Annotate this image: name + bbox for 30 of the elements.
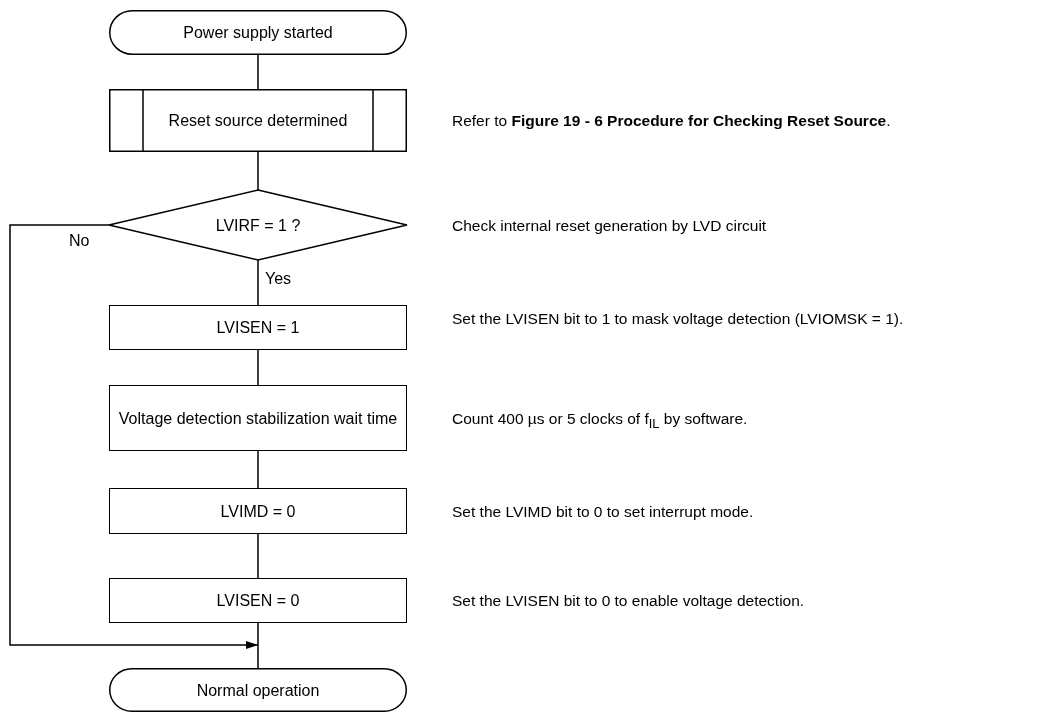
note-text: Set the LVISEN bit to 1 to mask voltage detection (LVIOMSK = 1). <box>452 308 905 328</box>
terminator-shape <box>109 10 407 55</box>
node-label: Reset source determined <box>167 111 349 130</box>
connector-line <box>257 259 259 306</box>
node-label: LVIRF = 1 ? <box>214 215 302 235</box>
connector-line <box>257 450 259 489</box>
process-box <box>109 578 407 623</box>
note-text: Count 400 µs or 5 clocks of f$_{IL}$ by software. <box>452 408 749 433</box>
node-label: LVIMD = 0 <box>219 501 297 521</box>
note-text: Refer to Figure 19 - 6 Procedure for Checking Reset Source. <box>452 111 892 130</box>
connector-line <box>257 54 259 90</box>
arrow <box>9 224 259 649</box>
predefined-process-box <box>109 89 407 152</box>
node-label: Power supply started <box>182 23 334 42</box>
connector-line <box>257 151 259 191</box>
decision-diamond <box>109 190 407 260</box>
note-text: Check internal reset generation by LVD circuit <box>452 215 768 235</box>
connector-line <box>257 622 259 669</box>
process-box <box>109 385 407 451</box>
node-label: LVISEN = 1 <box>215 318 301 337</box>
connector-line <box>257 349 259 386</box>
connector-line <box>257 533 259 579</box>
node-label: LVISEN = 0 <box>215 591 301 610</box>
note-text: Set the LVISEN bit to 0 to enable voltage detection. <box>452 591 806 610</box>
terminator-shape <box>109 668 407 712</box>
process-box <box>109 488 407 534</box>
node-label: Normal operation <box>195 680 321 700</box>
node-label: Voltage detection stabilization wait time <box>117 408 399 428</box>
note-text: Set the LVIMD bit to 0 to set interrupt mode. <box>452 501 755 521</box>
process-box <box>109 305 407 350</box>
